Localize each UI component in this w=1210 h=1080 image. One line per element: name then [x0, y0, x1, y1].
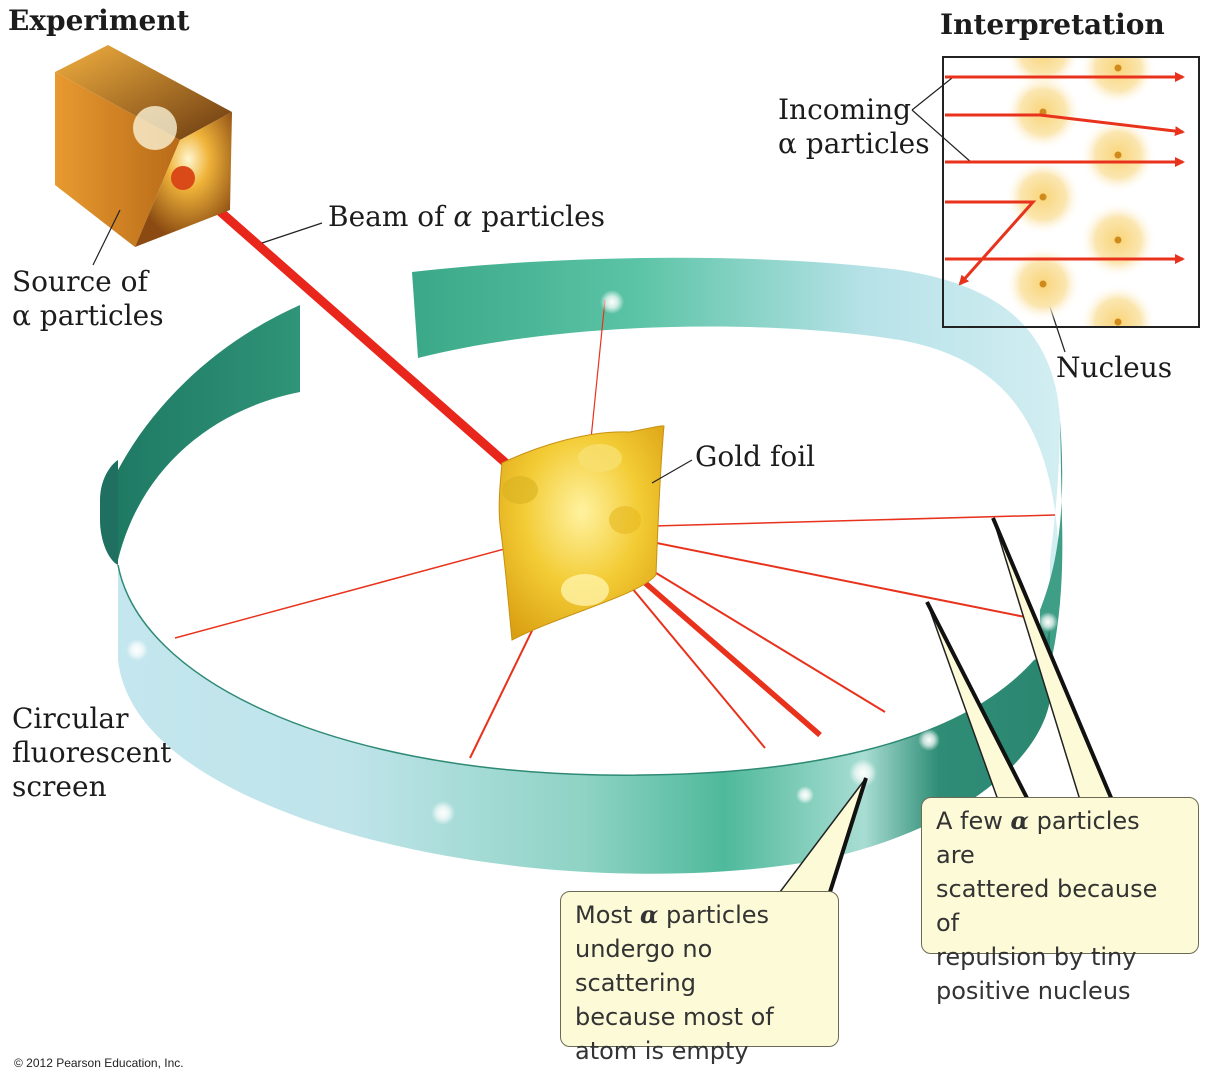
- screen-back-segment: [412, 257, 1060, 660]
- screen-label-line1: Circular: [12, 702, 129, 735]
- most-particles-callout: Most α particles undergo no scattering b…: [560, 891, 839, 1065]
- beam-label-suffix: particles: [472, 200, 606, 233]
- screen-label-line2: fluorescent: [12, 736, 172, 769]
- few-callout-alpha: α: [1010, 806, 1029, 835]
- few-particles-callout: A few α particles are scattered because …: [921, 797, 1199, 1005]
- screen-flashes: [126, 290, 1058, 825]
- copyright-notice: © 2012 Pearson Education, Inc.: [14, 1056, 184, 1070]
- experiment-heading: Experiment: [8, 4, 190, 37]
- screen-back-left-segment: [118, 305, 300, 560]
- gold-foil-label: Gold foil: [695, 440, 816, 473]
- gold-foil: [498, 425, 665, 641]
- few-callout-line4: positive nucleus: [936, 977, 1131, 1005]
- interpretation-panel: [942, 56, 1200, 328]
- source-label: Source of α particles: [12, 265, 164, 333]
- beam-label-alpha: α: [453, 200, 473, 233]
- most-callout-prefix: Most: [575, 901, 640, 929]
- few-callout-suffix: particles are: [936, 807, 1140, 869]
- source-label-line2: α particles: [12, 299, 164, 332]
- screen-label-line3: screen: [12, 770, 107, 803]
- few-callout-line2: scattered because of: [936, 875, 1158, 937]
- incoming-label-line2: α particles: [778, 127, 930, 160]
- incoming-label: Incoming α particles: [778, 93, 930, 161]
- beam-label-prefix: Beam of: [328, 200, 454, 233]
- screen-front-segment: [118, 565, 1051, 874]
- source-label-line1: Source of: [12, 265, 148, 298]
- nucleus-label: Nucleus: [1056, 351, 1173, 384]
- beam-label: Beam of α particles: [328, 200, 605, 234]
- most-callout-line3: because most of: [575, 1003, 774, 1031]
- most-callout-alpha: α: [639, 900, 659, 929]
- few-callout-line3: repulsion by tiny: [936, 943, 1137, 971]
- screen-label: Circular fluorescent screen: [12, 702, 171, 804]
- few-callout-prefix: A few: [936, 807, 1011, 835]
- alpha-beam: [177, 173, 513, 470]
- interpretation-heading: Interpretation: [940, 8, 1165, 41]
- most-callout-line2: undergo no scattering: [575, 935, 713, 997]
- most-callout-suffix: particles: [658, 901, 770, 929]
- most-callout-line4: atom is empty: [575, 1037, 749, 1065]
- incoming-label-line1: Incoming: [778, 93, 912, 126]
- alpha-source-box: [55, 45, 232, 247]
